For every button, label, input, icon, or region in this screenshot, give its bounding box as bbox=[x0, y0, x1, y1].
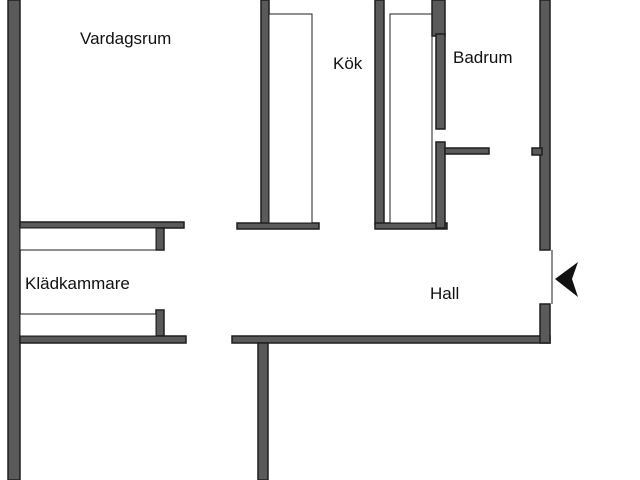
closet-wall-top bbox=[19, 221, 185, 229]
kitchen-wall-right bbox=[374, 0, 385, 225]
arrow-left-icon bbox=[555, 262, 578, 297]
outer-wall-right-upper bbox=[539, 0, 551, 251]
hall-wall-bottom bbox=[231, 335, 551, 344]
outer-wall-left bbox=[7, 0, 21, 480]
bathroom-wall-left-upper bbox=[431, 0, 446, 37]
closet-wall-bottom-stub bbox=[155, 309, 165, 337]
room-label-hall: Hall bbox=[430, 284, 460, 303]
bathroom-wall-left-lower bbox=[435, 141, 446, 229]
bathroom-wall-stub bbox=[444, 147, 490, 155]
lower-wall-vertical bbox=[257, 342, 269, 480]
kitchen-wall-left bbox=[260, 0, 270, 225]
room-label-bathroom: Badrum bbox=[453, 48, 513, 67]
room-label-kitchen: Kök bbox=[333, 54, 363, 73]
kitchen-wall-bottom-left bbox=[236, 222, 320, 230]
closet-wall-bottom bbox=[19, 335, 187, 344]
kitchen-counter-left bbox=[268, 13, 313, 224]
outer-wall-right-lower bbox=[539, 303, 551, 344]
outer-wall-right-notch bbox=[531, 147, 543, 156]
room-label-walk-in-closet: Klädkammare bbox=[25, 274, 130, 293]
closet-shelf-bottom bbox=[19, 313, 157, 337]
kitchen-counter-right bbox=[389, 13, 433, 224]
room-label-living-room: Vardagsrum bbox=[80, 29, 172, 48]
closet-wall-top-stub bbox=[155, 227, 165, 251]
closet-shelf-top bbox=[19, 227, 157, 251]
bathroom-wall-left bbox=[435, 33, 446, 130]
